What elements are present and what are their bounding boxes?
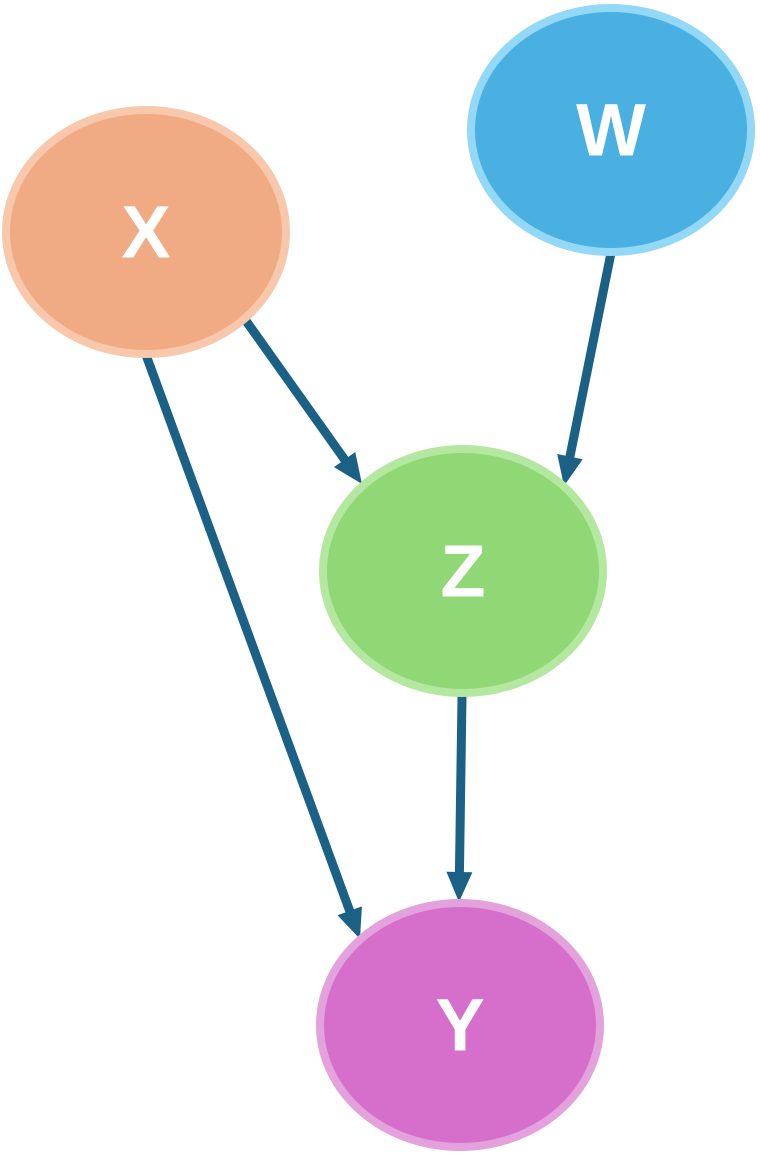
- node-z-ellipse: [319, 445, 607, 697]
- arrowhead: [334, 452, 362, 484]
- edge-line: [239, 313, 352, 468]
- node-w-label: W: [576, 89, 646, 172]
- nodes-layer: W X Z Y: [2, 4, 755, 1151]
- node-z-label: Z: [440, 530, 485, 613]
- node-y: Y: [316, 899, 604, 1151]
- node-w: W: [467, 4, 755, 256]
- edge-w-to-z: [557, 248, 616, 486]
- node-y-ellipse: [316, 899, 604, 1151]
- edge-line: [564, 248, 616, 466]
- node-z: Z: [319, 445, 607, 697]
- edge-x-to-z: [239, 313, 362, 484]
- node-w-ellipse: [467, 4, 755, 256]
- edge-z-to-y: [446, 692, 473, 902]
- node-x-label: X: [121, 191, 170, 274]
- arrowhead: [557, 454, 583, 486]
- edges-layer: [141, 248, 616, 939]
- node-y-label: Y: [435, 984, 484, 1067]
- node-x-ellipse: [2, 106, 290, 358]
- node-x: X: [2, 106, 290, 358]
- arrowhead: [446, 871, 473, 902]
- edge-line: [141, 350, 356, 920]
- edge-line: [454, 692, 467, 881]
- edge-x-to-y: [141, 350, 362, 939]
- arrowhead: [337, 906, 362, 939]
